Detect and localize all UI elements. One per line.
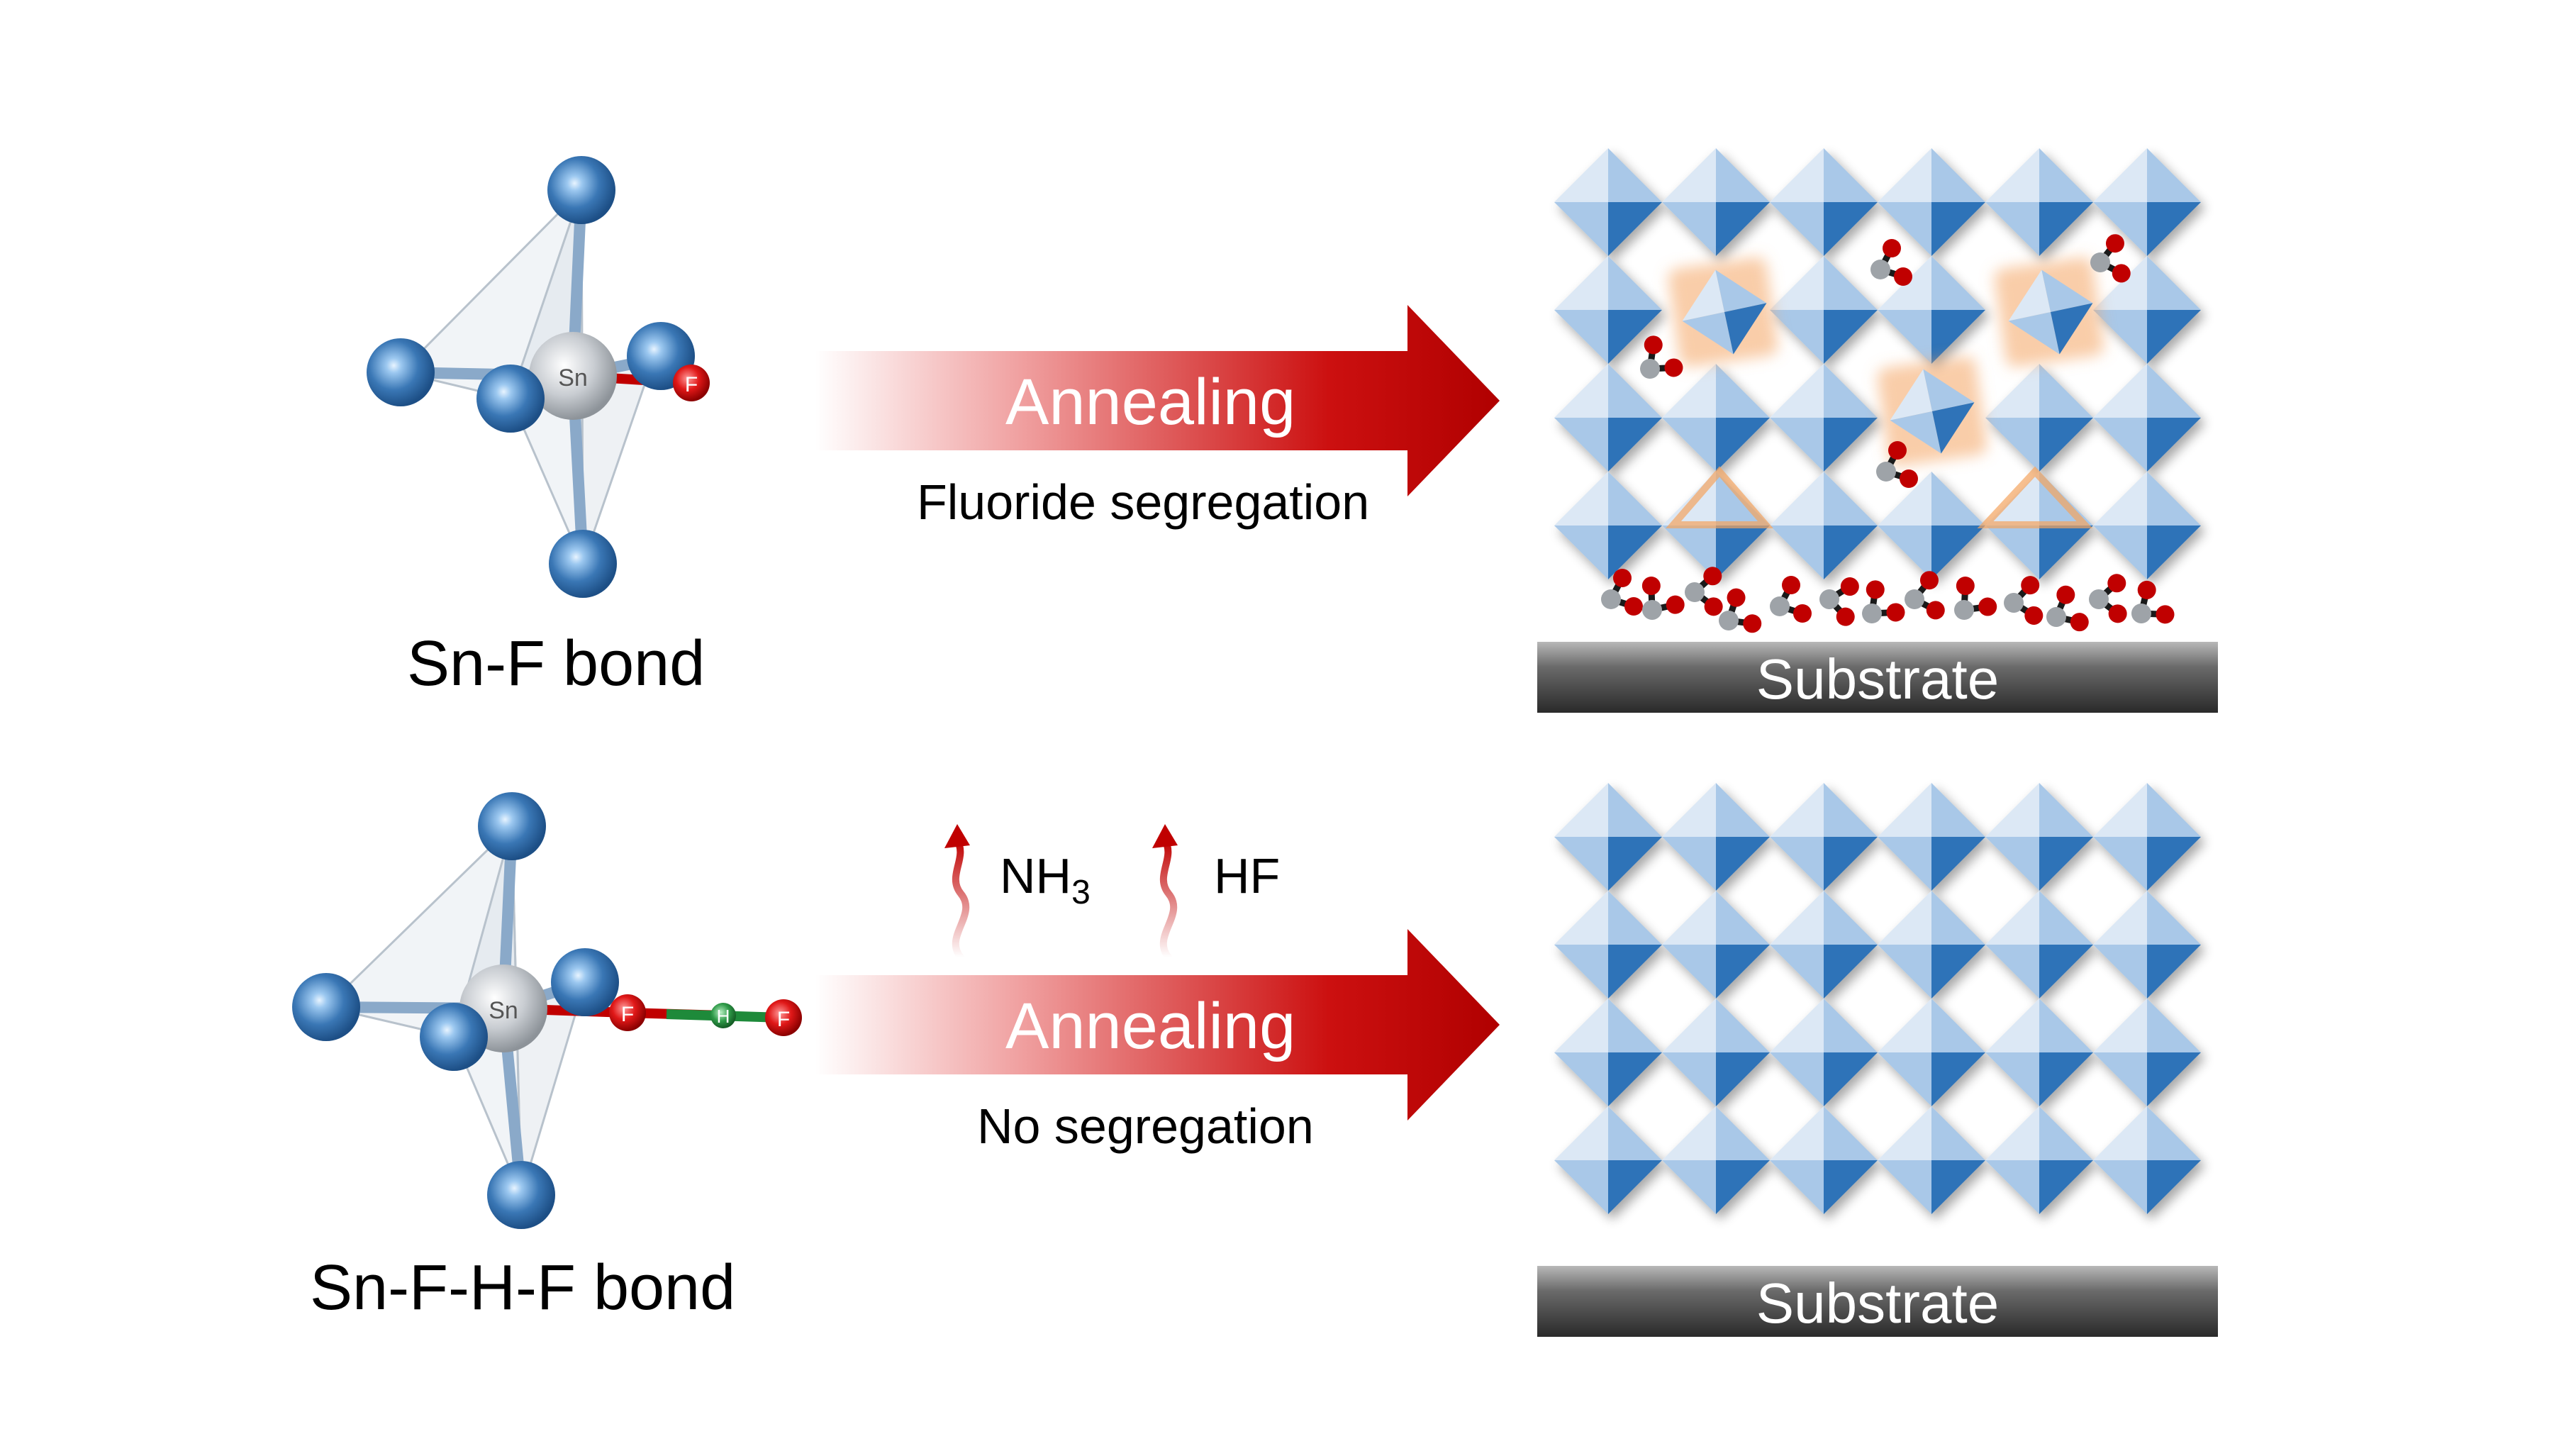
annealing-arrow-bottom (815, 929, 1500, 1121)
octahedron-tile (1554, 783, 1662, 891)
fluoride-molecule (2084, 567, 2139, 626)
octahedron-tile (1662, 1106, 1770, 1214)
f-atom-label: F (685, 373, 698, 396)
ligand-atom (292, 973, 360, 1041)
bond-label-sn-f-h-f: Sn-F-H-F bond (310, 1252, 736, 1323)
arrow-label-annealing-top: Annealing (1005, 366, 1296, 438)
arrow-caption-fluoride-segregation: Fluoride segregation (917, 474, 1370, 530)
ligand-atom (547, 156, 615, 224)
sn-fhf-octahedron: Sn F H F (292, 792, 802, 1229)
octahedron-tile (1985, 1106, 2093, 1214)
octahedron-tile (1554, 148, 1662, 256)
octahedron-tile (1662, 783, 1770, 891)
octahedron-tile (1554, 364, 1662, 472)
substrate-label-top: Substrate (1756, 647, 1999, 711)
octahedron-tile (1985, 364, 2093, 472)
octahedron-tile (2093, 256, 2201, 364)
octahedron-tile (1770, 148, 1878, 256)
fluoride-molecule (1942, 569, 2000, 629)
bond-label-sn-f: Sn-F bond (407, 628, 706, 699)
substrate-label-bottom: Substrate (1756, 1272, 1999, 1335)
ligand-atom (551, 948, 619, 1016)
octahedron-tile (1554, 1106, 1662, 1214)
f-atom (765, 999, 802, 1036)
ligand-atom (487, 1161, 555, 1229)
h-atom-label: H (717, 1006, 730, 1027)
octahedron-tile (1770, 783, 1878, 891)
fluoride-molecule (1852, 574, 1907, 632)
octahedron-tile (1878, 1106, 1985, 1214)
fluoride-molecule (1680, 560, 1735, 618)
f-atom-label: F (777, 1008, 790, 1031)
ligand-atom (549, 530, 617, 598)
octahedron-tile (2093, 891, 2201, 999)
sn-atom (529, 332, 617, 420)
segregated-defects (1666, 257, 2104, 528)
octahedron-tile (1770, 999, 1878, 1106)
substrate-bottom (1537, 1266, 2218, 1337)
octahedron-tile (1662, 999, 1770, 1106)
octahedron-tile (1662, 148, 1770, 256)
octahedron-tile (1770, 891, 1878, 999)
octahedron-tile (1770, 1106, 1878, 1214)
fluoride-molecule (1870, 239, 1912, 286)
ligand-atom (420, 1003, 488, 1071)
octahedron-tile (1985, 783, 2093, 891)
sn-atom-label: Sn (558, 365, 588, 391)
octahedron-tile (1554, 472, 1662, 579)
octahedron-tile (1985, 891, 2093, 999)
nh3-release-icon (944, 824, 970, 961)
sn-f-octahedron: Sn F (367, 156, 710, 598)
octahedron-tile (2093, 783, 2201, 891)
f-atom (673, 365, 710, 401)
fluoride-molecule (2124, 576, 2176, 632)
annealing-arrow-top (815, 305, 1500, 496)
arrow-caption-no-segregation: No segregation (977, 1099, 1314, 1154)
gas-label-hf: HF (1214, 848, 1281, 904)
arrow-label-annealing-bottom: Annealing (1005, 990, 1296, 1062)
gas-label-nh3-sub: 3 (1071, 874, 1091, 911)
octahedron-tile (1878, 891, 1985, 999)
octahedron-tile (1662, 364, 1770, 472)
octahedron-tile (1985, 999, 2093, 1106)
octahedron-tile (1878, 472, 1985, 579)
octahedron-tile (1554, 891, 1662, 999)
octahedron-tile (2093, 1106, 2201, 1214)
f-atom-label: F (621, 1003, 634, 1026)
octahedron-tile (1985, 148, 2093, 256)
octahedron-tile (2093, 999, 2201, 1106)
octahedron-tile (1878, 999, 1985, 1106)
fluoride-molecule (2043, 584, 2090, 634)
ligand-atom (478, 792, 546, 860)
substrate-top (1537, 642, 2218, 713)
ligand-atom (367, 338, 435, 406)
octahedron-tile (1662, 891, 1770, 999)
fluoride-molecule (1902, 567, 1951, 621)
octahedron-tile (1770, 256, 1878, 364)
h-atom (710, 1003, 736, 1028)
perovskite-lattice-clean (1554, 783, 2201, 1214)
octahedron-tile (2093, 364, 2201, 472)
gas-label-nh3-main: NH (1000, 848, 1072, 904)
octahedron-tile (1770, 472, 1878, 579)
f-atom (609, 994, 646, 1031)
fluoride-molecule (1770, 576, 1812, 623)
ligand-atom (476, 365, 545, 433)
fluoride-molecule (2087, 230, 2137, 284)
octahedron-tile (1878, 783, 1985, 891)
octahedron-tile (2093, 472, 2201, 579)
gas-label-nh3: NH3 (1000, 847, 1091, 912)
octahedron-tile (1554, 999, 1662, 1106)
fluoride-molecule (2000, 571, 2053, 627)
hf-release-icon (1152, 824, 1178, 961)
octahedron-tile (1770, 364, 1878, 472)
sn-atom-label: Sn (489, 997, 518, 1024)
